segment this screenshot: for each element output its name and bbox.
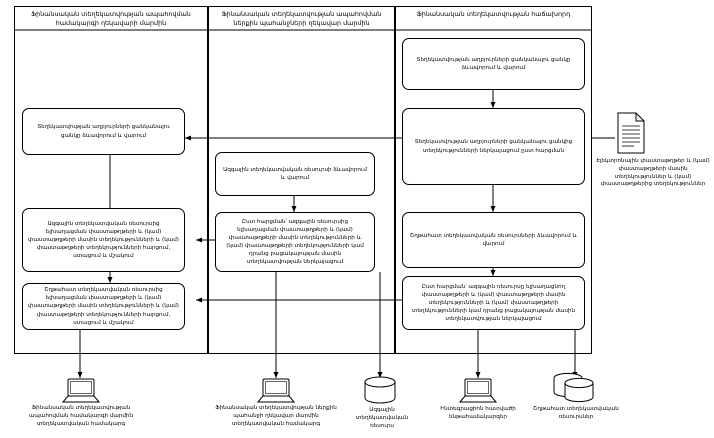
node-label-4: Ինտեգրացիոն հատվածի ենթահամակարգեր — [440, 406, 516, 420]
lane-3-title: Ֆինանսական տեղեկատվության հաճախորդ — [416, 10, 571, 18]
lane-2 — [208, 6, 395, 354]
computer-icon — [458, 378, 498, 404]
lane-1-title: Ֆինանսական տեղեկատվության ապահովման համա… — [31, 10, 191, 27]
lane-3 — [395, 6, 592, 354]
node-label-2: Ֆինանսական տեղեկատվության ներքին պահանջի… — [215, 405, 337, 427]
computer-icon — [61, 378, 101, 404]
process-box-4[interactable]: Տեղեկատվության աղբյուրների ցանկանալու ցա… — [402, 108, 585, 185]
node-label-3: Ազգային տեղեկատվական ռեսուրս — [355, 407, 409, 429]
process-box-9[interactable]: Ըստ հարցման՝ ազգային ռեսուրսը ելխաղացնող… — [402, 276, 585, 330]
database-icon — [362, 376, 398, 405]
process-box-2[interactable]: Ազգային տեղեկատվական ռեսուրսի ձևավորում … — [215, 152, 375, 196]
process-box-6[interactable]: Ըստ հարցման՝ ազգային ռեսուրսից ելխաղացմա… — [215, 212, 375, 272]
process-box-5[interactable]: Ազգային տեղեկատվական ռեսուրսից ելխաղացմա… — [22, 208, 185, 272]
process-box-3[interactable]: Տեղեկատվության աղբյուրների ցանկանալու ցա… — [402, 38, 585, 90]
document-icon — [615, 112, 647, 154]
computer-icon — [256, 378, 296, 404]
node-label-1: Ֆինանսական տեղեկատվության ապահովման համա… — [28, 405, 133, 427]
node-label-6: Էլեկտրոնային փաստաթղթեր և (կամ) փաստաթղթ… — [596, 158, 710, 188]
node-label-5: Շղթահատ տեղեկատվական ռեսուրսներ — [533, 406, 619, 420]
process-box-1[interactable]: Տեղեկատվության աղբյուրների ցանկանալու ցա… — [22, 108, 185, 155]
process-box-8[interactable]: Շղթահատ տեղեկատվական ռեսուրսից ելխաղացմա… — [22, 283, 185, 330]
lane-2-title: Ֆինանսական տեղեկատվության ապահովման ներք… — [221, 10, 382, 27]
process-box-7[interactable]: Շղթահատ տեղեկատվական ռեսուրսների ձևավորո… — [402, 212, 585, 268]
lane-1 — [14, 6, 208, 354]
database-icon — [551, 372, 599, 405]
